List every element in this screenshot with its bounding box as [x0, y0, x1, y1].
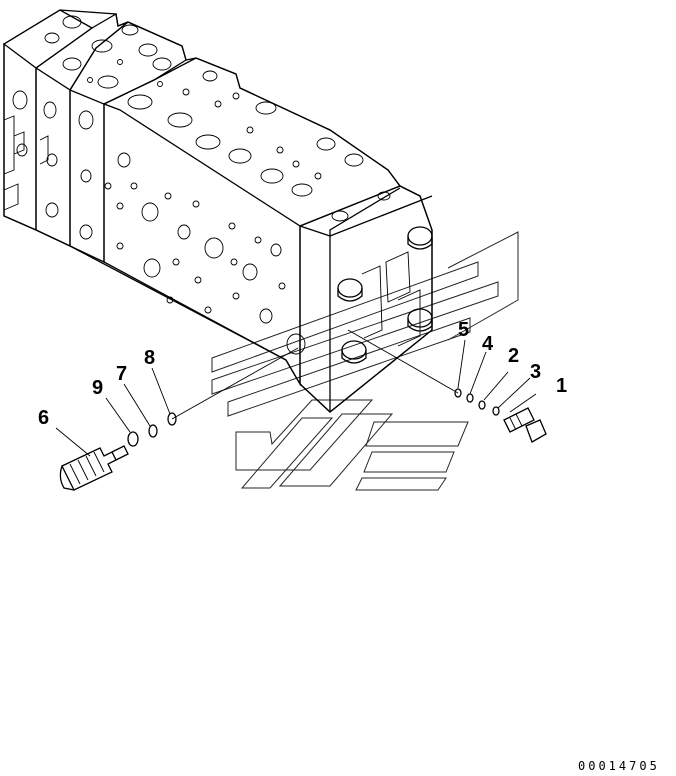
- part-1-plug: [503, 407, 547, 443]
- callout-9: 9: [92, 377, 103, 399]
- end-cover-bolt-heads: [337, 226, 433, 364]
- part-3-o-ring: [492, 406, 500, 416]
- part-9-o-ring: [127, 431, 139, 447]
- callout-5: 5: [458, 319, 469, 341]
- front-ports: [12, 90, 306, 355]
- callout-6: 6: [38, 407, 49, 429]
- part-8-o-ring: [167, 412, 177, 426]
- control-valve-assembly: [3, 9, 433, 413]
- callout-3: 3: [530, 361, 541, 383]
- drawing-number: 00014705: [578, 759, 660, 773]
- part-5-poppet: [454, 388, 462, 398]
- callout-8: 8: [144, 347, 155, 369]
- part-4-o-ring: [466, 393, 474, 403]
- callouts: 1 2 3 4 5 6 7 8 9: [38, 319, 567, 429]
- part-7-backup-ring: [148, 424, 158, 438]
- part-6-relief-valve: [59, 445, 129, 491]
- callout-7: 7: [116, 363, 127, 385]
- watermark-logo: [211, 231, 519, 491]
- part-2-backup-ring: [478, 400, 486, 410]
- callout-1: 1: [556, 375, 567, 397]
- leader-lines: [55, 339, 537, 457]
- assembly-lines: [171, 329, 459, 420]
- callout-2: 2: [508, 345, 519, 367]
- top-ports: [44, 15, 391, 222]
- callout-4: 4: [482, 333, 494, 355]
